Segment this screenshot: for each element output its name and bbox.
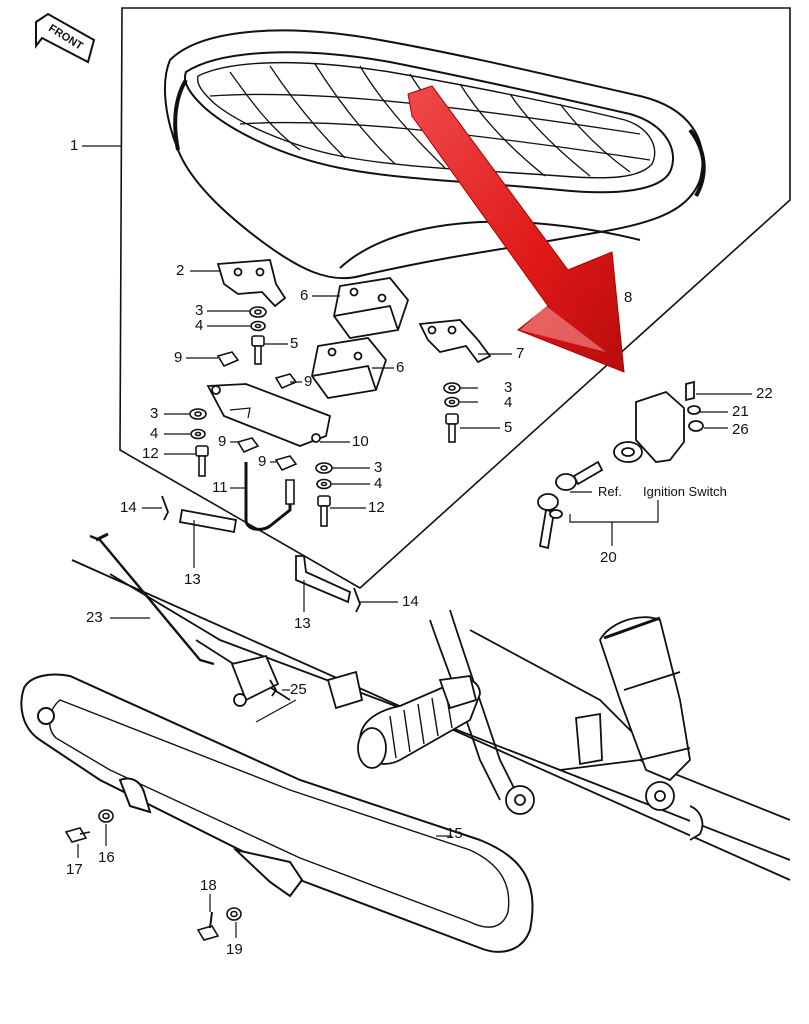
callout-18: 18 <box>200 877 217 894</box>
callout-3: 3 <box>150 405 159 422</box>
leader-lines <box>77 145 752 938</box>
callout-23: 23 <box>86 609 103 626</box>
ignition-switch <box>613 380 704 463</box>
callout-13: 13 <box>184 571 201 588</box>
callout-1: 1 <box>70 137 79 154</box>
callout-12: 12 <box>142 445 159 462</box>
plate-10 <box>206 383 332 447</box>
chain-guard-15 <box>20 673 534 953</box>
callout-11: 11 <box>212 479 228 496</box>
callout-4: 4 <box>150 425 159 442</box>
callout-6: 6 <box>300 287 309 304</box>
ignition-keys <box>537 460 604 550</box>
callout-20: 20 <box>600 549 617 566</box>
callout-4: 4 <box>374 475 383 492</box>
callout-5: 5 <box>504 419 513 436</box>
callout-19: 19 <box>226 941 243 958</box>
callout-13: 13 <box>294 615 311 632</box>
front-direction-tag: FRONT <box>35 12 96 64</box>
ref-label: Ref. <box>598 484 622 499</box>
bracket-2 <box>216 259 287 308</box>
red-pointer-arrow <box>407 85 625 373</box>
callout-15: 15 <box>446 825 463 842</box>
callout-2: 2 <box>176 262 185 279</box>
callout-9: 9 <box>218 433 227 450</box>
seat-drawing <box>164 29 706 280</box>
callout-9: 9 <box>174 349 183 366</box>
callout-8: 8 <box>624 289 633 306</box>
callout-4: 4 <box>504 394 513 411</box>
callout-5: 5 <box>290 335 299 352</box>
callout-12: 12 <box>368 499 385 516</box>
pins-and-clips <box>161 495 361 613</box>
callout-3: 3 <box>195 302 204 319</box>
callout-9: 9 <box>304 373 313 390</box>
ignition-switch-label: Ignition Switch <box>643 484 727 499</box>
callout-14: 14 <box>120 499 137 516</box>
bracket-7 <box>418 319 492 364</box>
callout-25: 25 <box>290 681 307 698</box>
frame-section <box>71 532 791 881</box>
callout-7: 7 <box>516 345 525 362</box>
callout-14: 14 <box>402 593 419 610</box>
rubber-block-6-upper <box>333 277 410 339</box>
callout-17: 17 <box>66 861 83 878</box>
seat-group-box <box>119 7 791 589</box>
rubber-block-6-lower <box>311 337 388 399</box>
callout-3: 3 <box>504 379 513 396</box>
callout-16: 16 <box>98 849 115 866</box>
callout-4: 4 <box>195 317 204 334</box>
callout-26: 26 <box>732 421 749 438</box>
bottom-bolts <box>64 809 242 941</box>
callout-9: 9 <box>258 453 267 470</box>
callout-10: 10 <box>352 433 369 450</box>
callout-3: 3 <box>374 459 383 476</box>
hardware-parts <box>189 306 461 531</box>
callout-6: 6 <box>396 359 405 376</box>
callout-22: 22 <box>756 385 773 402</box>
callout-21: 21 <box>732 403 749 420</box>
